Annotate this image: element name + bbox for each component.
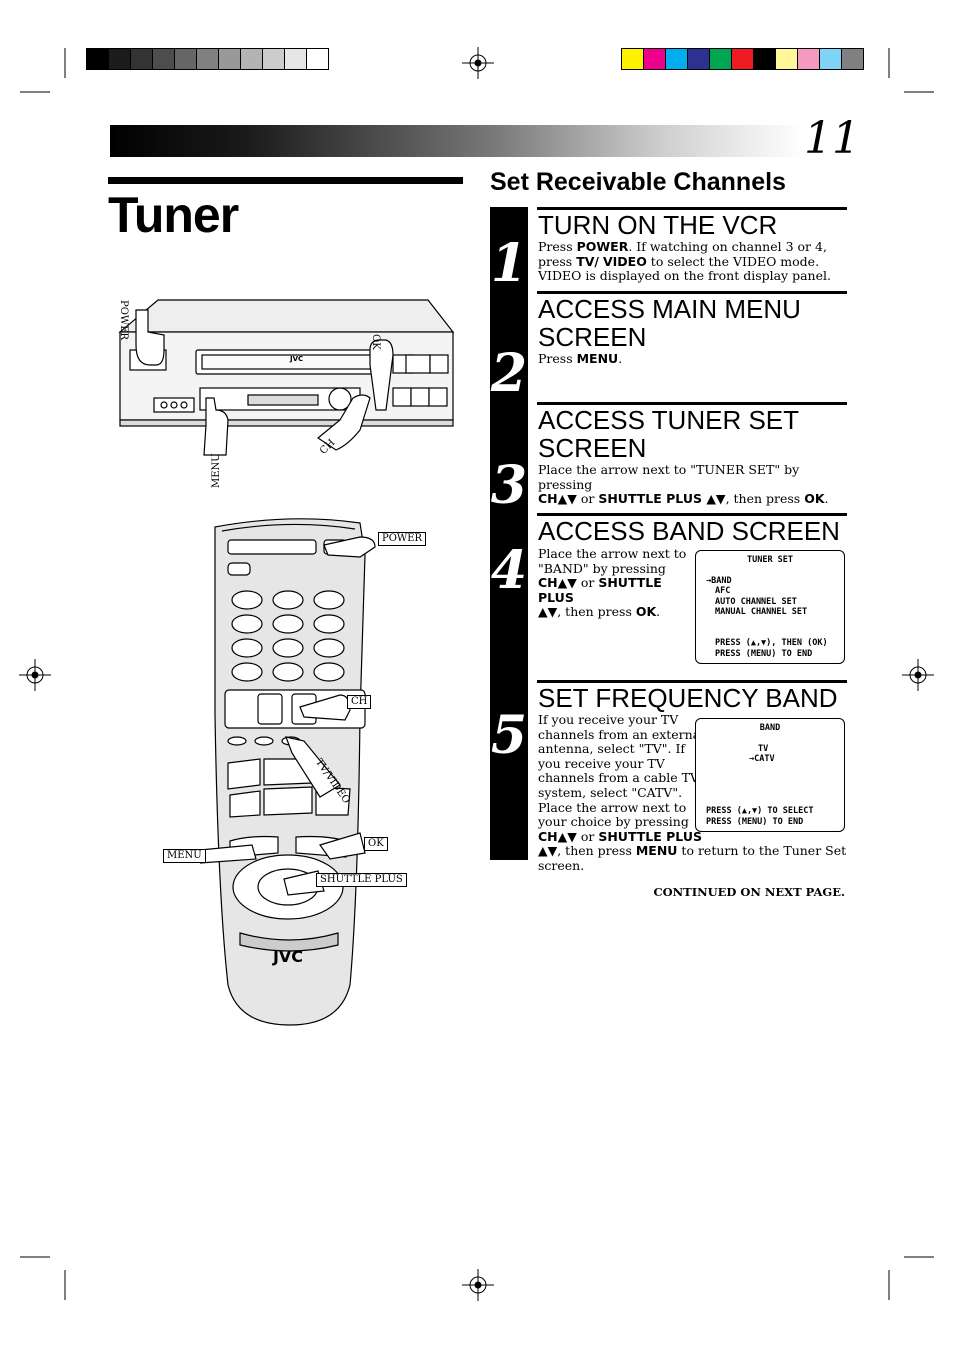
- vcr-illustration: [118, 299, 455, 456]
- color-swatch: [754, 49, 776, 69]
- tuner-set-screen-title: TUNER SET: [746, 555, 794, 565]
- gray-scale-bar: [86, 48, 329, 70]
- color-swatch: [644, 49, 666, 69]
- header-gradient-bar: [110, 125, 802, 157]
- band-item-tv: TV: [758, 744, 769, 754]
- gray-swatch: [87, 49, 109, 69]
- color-swatch: [798, 49, 820, 69]
- band-screen: BAND TV →CATV PRESS (▲,▼) TO SELECT PRES…: [695, 718, 845, 832]
- step-1-text: Press POWER. If watching on channel 3 or…: [538, 239, 831, 284]
- step-number-4: 4: [490, 540, 528, 601]
- title-rule: [108, 177, 463, 184]
- color-swatch: [776, 49, 798, 69]
- step-5-title: SET FREQUENCY BAND: [538, 683, 838, 713]
- gray-swatch: [285, 49, 307, 69]
- band-screen-title: BAND: [759, 723, 781, 733]
- vcr-power-label: POWER: [118, 300, 129, 341]
- remote-hand-tv-video: [285, 736, 341, 798]
- pointing-hand-menu: [203, 397, 229, 456]
- registration-target-left: [19, 659, 51, 691]
- remote-shuttle-plus-callout: SHUTTLE PLUS: [316, 873, 407, 887]
- gray-swatch: [153, 49, 175, 69]
- remote-illustration: JVC: [200, 518, 376, 1026]
- gray-swatch: [263, 49, 285, 69]
- gray-swatch: [219, 49, 241, 69]
- color-swatch: [842, 49, 863, 69]
- remote-brand: JVC: [272, 947, 303, 966]
- tuner-set-item-afc: AFC: [715, 586, 731, 596]
- step-number-2: 2: [490, 343, 528, 404]
- vcr-brand: JVC: [290, 355, 304, 363]
- gray-swatch: [307, 49, 328, 69]
- gray-swatch: [131, 49, 153, 69]
- pointing-hand-ok: [369, 339, 394, 411]
- continued-note: CONTINUED ON NEXT PAGE.: [653, 885, 845, 899]
- step-1-rule: [537, 207, 847, 210]
- step-number-1: 1: [490, 233, 528, 294]
- color-swatch: [820, 49, 842, 69]
- remote-menu-callout: MENU: [163, 849, 206, 863]
- remote-hand-power: [323, 536, 376, 558]
- color-scale-bar: [621, 48, 864, 70]
- tuner-set-screen: TUNER SET →BAND AFC AUTO CHANNEL SET MAN…: [695, 550, 845, 664]
- registration-target-top: [462, 47, 494, 79]
- tuner-set-item-auto: AUTO CHANNEL SET: [715, 597, 797, 607]
- step-4-rule: [537, 513, 847, 516]
- pointing-hand-power: [135, 309, 165, 366]
- remote-ch-callout: CH: [347, 695, 372, 709]
- step-5-rule: [537, 680, 847, 683]
- color-swatch: [710, 49, 732, 69]
- step-1-title: TURN ON THE VCR: [538, 210, 778, 240]
- vcr-ok-label: OK: [370, 334, 381, 350]
- pointing-hand-ch: [316, 394, 371, 451]
- color-swatch: [732, 49, 754, 69]
- section-heading: Set Receivable Channels: [490, 168, 786, 196]
- registration-target-bottom: [462, 1269, 494, 1301]
- remote-ok-callout: OK: [364, 837, 388, 851]
- remote-hand-shuttle: [283, 870, 325, 896]
- step-4-title: ACCESS BAND SCREEN: [538, 516, 840, 546]
- remote-hand-ok: [319, 832, 366, 860]
- tuner-set-item-band: →BAND: [706, 576, 732, 586]
- gray-swatch: [175, 49, 197, 69]
- step-3-text: Place the arrow next to "TUNER SET" by p…: [538, 462, 829, 507]
- color-swatch: [688, 49, 710, 69]
- step-number-5: 5: [490, 705, 528, 766]
- page-number: 11: [804, 113, 860, 164]
- band-footer-2: PRESS (MENU) TO END: [706, 817, 804, 827]
- step-3-rule: [537, 402, 847, 405]
- color-swatch: [666, 49, 688, 69]
- gray-swatch: [241, 49, 263, 69]
- step-number-3: 3: [490, 455, 528, 516]
- gray-swatch: [109, 49, 131, 69]
- page-title: Tuner: [108, 187, 239, 243]
- step-4-text: Place the arrow next to"BAND" by pressin…: [538, 546, 687, 620]
- step-5-text: If you receive your TV channels from an …: [538, 712, 847, 873]
- tuner-set-footer-2: PRESS (MENU) TO END: [715, 649, 813, 659]
- remote-hand-menu: [200, 844, 257, 864]
- vcr-menu-label: MENU: [211, 453, 222, 488]
- tuner-set-item-manual: MANUAL CHANNEL SET: [715, 607, 808, 617]
- band-footer-1: PRESS (▲,▼) TO SELECT: [706, 806, 814, 816]
- step-2-rule: [537, 291, 847, 294]
- remote-power-callout: POWER: [378, 532, 427, 546]
- registration-target-right: [902, 659, 934, 691]
- gray-swatch: [197, 49, 219, 69]
- tuner-set-footer-1: PRESS (▲,▼), THEN (OK): [715, 638, 828, 648]
- color-swatch: [622, 49, 644, 69]
- step-2-text: Press MENU.: [538, 351, 623, 366]
- band-item-catv: →CATV: [749, 754, 775, 764]
- step-number-bar: [490, 207, 528, 860]
